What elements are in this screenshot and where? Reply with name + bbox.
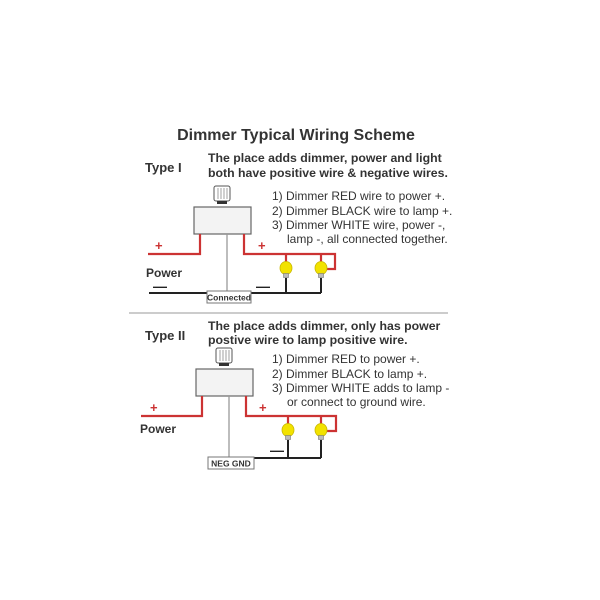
type1-desc-line1: The place adds dimmer, power and light	[208, 151, 442, 165]
page-title: Dimmer Typical Wiring Scheme	[177, 127, 415, 144]
type2-minus-right: —	[270, 442, 284, 458]
type1-step-2: 2) Dimmer BLACK wire to lamp +.	[272, 204, 452, 218]
type1-desc-line2: both have positive wire & negative wires…	[208, 166, 448, 180]
connected-label: Connected	[207, 293, 251, 303]
type1-step-3: 3) Dimmer WHITE wire, power -,	[272, 218, 445, 232]
type1-step-4: lamp -, all connected together.	[287, 232, 448, 246]
type2-power-label: Power	[140, 422, 176, 436]
type2-plus-left: +	[150, 400, 158, 415]
lamp-3-icon	[281, 423, 295, 440]
type1-minus-right: —	[256, 278, 270, 294]
type2-step-3: 3) Dimmer WHITE adds to lamp -	[272, 381, 449, 395]
dimmer-knob-icon	[213, 185, 231, 205]
type1-plus-left: +	[155, 238, 163, 253]
type2-step-2: 2) Dimmer BLACK to lamp +.	[272, 367, 427, 381]
dimmer-type1	[193, 185, 252, 235]
type1-label: Type I	[145, 160, 182, 175]
type2-step-4: or connect to ground wire.	[287, 395, 426, 409]
neg-gnd-label: NEG GND	[211, 459, 251, 469]
lamp-2-icon	[314, 261, 328, 278]
dimmer-type2	[195, 347, 254, 397]
type2-plus-right: +	[259, 400, 267, 415]
type1-power-label: Power	[146, 266, 182, 280]
type2-desc-line1: The place adds dimmer, only has power	[208, 319, 441, 333]
dimmer-knob-icon	[215, 347, 233, 367]
neg-gnd-box	[207, 456, 255, 470]
lamp-1-icon	[279, 261, 293, 278]
type2-red-wire	[141, 396, 204, 418]
type2-lamp-positive-wire	[244, 396, 338, 433]
type1-minus-left: —	[153, 278, 167, 294]
type1-step-1: 1) Dimmer RED wire to power +.	[272, 189, 445, 203]
lamp-4-icon	[314, 423, 328, 440]
type1-plus-right: +	[258, 238, 266, 253]
connected-box	[206, 290, 252, 304]
type2-step-1: 1) Dimmer RED to power +.	[272, 352, 420, 366]
type2-desc-line2: postive wire to lamp positive wire.	[208, 333, 408, 347]
type2-label: Type II	[145, 328, 185, 343]
type1-red-wire	[148, 234, 202, 256]
type1-lamp-positive-wire	[242, 234, 337, 271]
